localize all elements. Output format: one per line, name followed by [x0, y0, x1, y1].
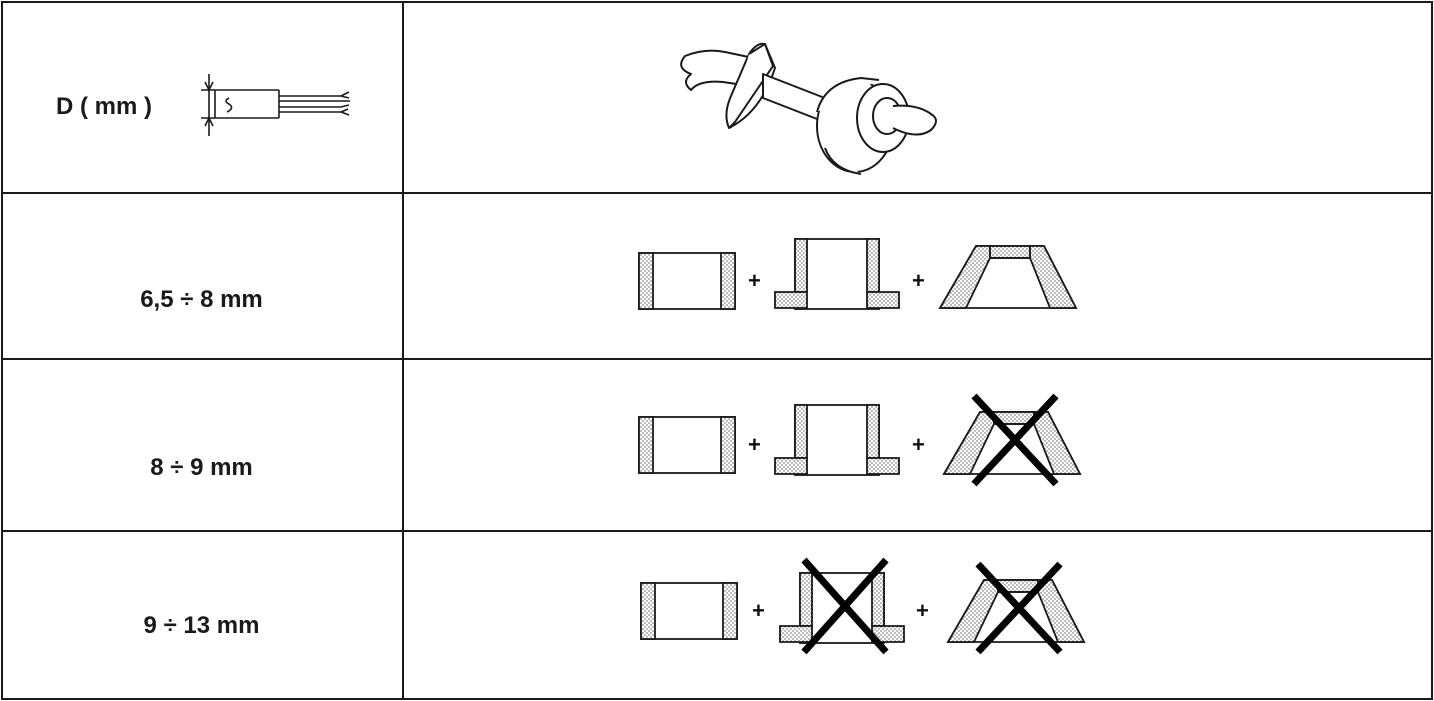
excluded-cross-icon [801, 557, 889, 655]
excluded-cross-icon [971, 393, 1059, 487]
diameter-header-label: D ( mm ) [56, 93, 152, 120]
diameter-range-label: 9 ÷ 13 mm [143, 612, 260, 639]
sleeve-seal-icon [638, 252, 736, 310]
plus-separator: + [912, 432, 925, 457]
plus-separator: + [752, 598, 765, 623]
excluded-cross-icon [975, 561, 1063, 655]
plus-separator: + [748, 268, 761, 293]
cable-gland-illustration [680, 42, 937, 175]
plus-separator: + [916, 598, 929, 623]
diameter-range-label: 6,5 ÷ 8 mm [140, 286, 263, 313]
sleeve-seal-icon [638, 416, 736, 474]
diameter-range-label: 8 ÷ 9 mm [150, 454, 253, 481]
cone-seal-icon [938, 245, 1078, 309]
plus-separator: + [748, 432, 761, 457]
plus-separator: + [912, 268, 925, 293]
cone-seal-icon [946, 579, 1086, 643]
flanged-sleeve-seal-icon [774, 238, 900, 310]
sleeve-seal-icon [640, 582, 738, 640]
flanged-sleeve-seal-icon [774, 404, 900, 476]
cable-diameter-icon [201, 74, 350, 136]
